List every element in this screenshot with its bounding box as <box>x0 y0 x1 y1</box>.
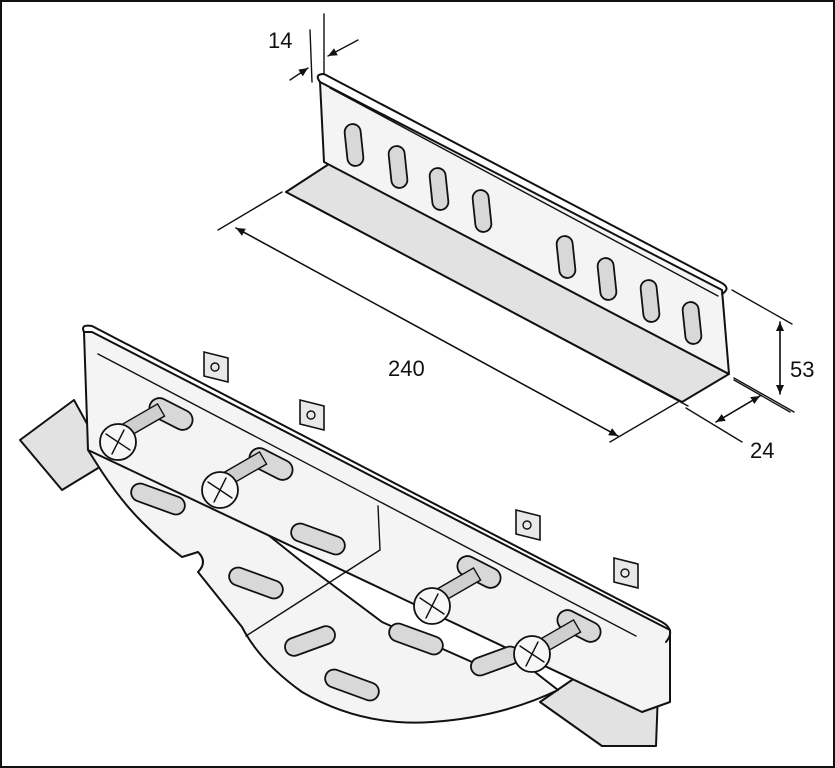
angle-bracket-top <box>285 73 730 407</box>
nut-3 <box>515 508 541 542</box>
bracket-vertical-web <box>319 81 730 375</box>
dimension-length: 240 <box>217 191 679 443</box>
base-plate-slots <box>130 482 520 702</box>
nut-2 <box>299 398 325 432</box>
dimension-thickness: 14 <box>268 13 359 83</box>
bolt-2 <box>201 450 268 509</box>
coupler-side-wall <box>83 331 671 713</box>
bolt-1 <box>99 402 166 461</box>
dimension-label-thickness: 14 <box>268 28 292 53</box>
bracket-rolled-lip <box>316 73 728 295</box>
dimension-label-width: 24 <box>750 438 774 463</box>
nut-1 <box>203 350 229 384</box>
bracket-slots <box>343 123 703 345</box>
coupler-rolled-lip <box>82 324 672 643</box>
bolt-3 <box>413 566 482 625</box>
bolt-4 <box>513 618 582 673</box>
nut-4 <box>613 556 639 590</box>
dimension-label-height: 53 <box>790 357 814 382</box>
coupler-assembly <box>19 324 672 747</box>
dimension-width: 24 <box>685 379 791 463</box>
dimension-label-length: 240 <box>388 356 425 381</box>
dimension-height: 53 <box>731 289 814 413</box>
